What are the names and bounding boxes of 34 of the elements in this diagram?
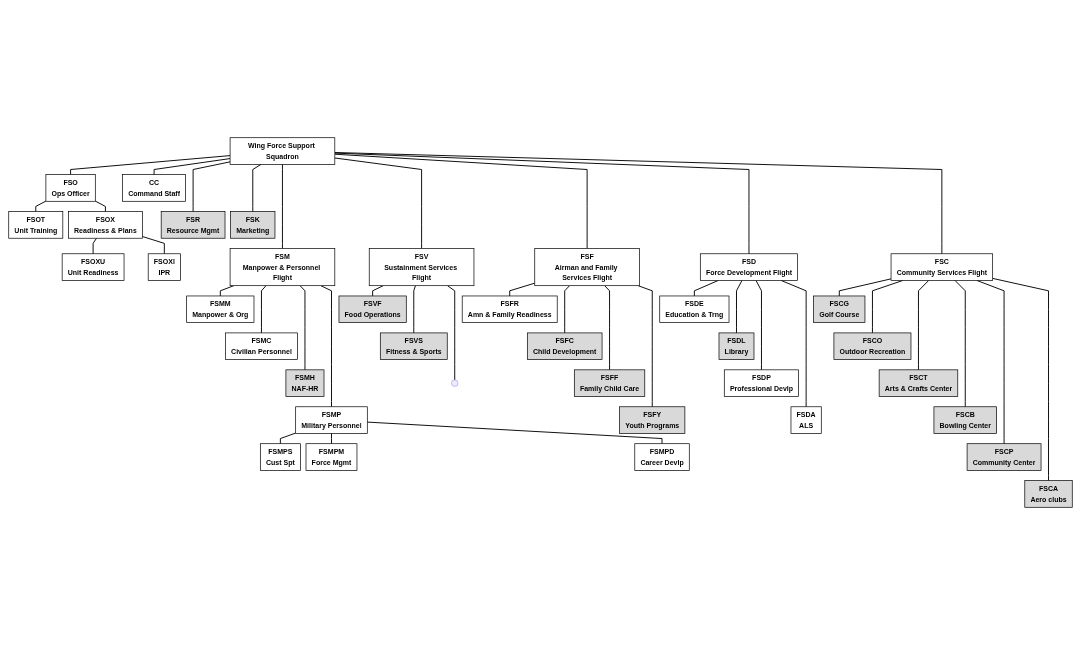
connector-line [334, 152, 943, 255]
connector-line [35, 200, 47, 213]
connector-line [153, 158, 231, 176]
connector-line [141, 236, 165, 255]
connector-line [755, 279, 762, 371]
connector-line [94, 200, 106, 213]
connector-line [279, 432, 297, 445]
connector-line [447, 285, 456, 381]
connector-line [334, 153, 588, 249]
connector-line [252, 163, 262, 213]
connector-line [992, 277, 1049, 482]
connector-line [334, 152, 750, 255]
connector-line [334, 157, 423, 249]
connector-line [192, 161, 231, 213]
connector-line [693, 279, 719, 297]
connector-line [736, 279, 743, 334]
connector-line [92, 237, 97, 255]
connector-line [366, 421, 663, 445]
connector-line [637, 285, 653, 408]
connector-line [281, 163, 283, 249]
connector-line [219, 285, 235, 297]
connector-line [564, 285, 571, 334]
connector-line [413, 285, 416, 334]
connector-line [509, 282, 536, 297]
connector-line [838, 278, 892, 297]
connector-line [320, 285, 332, 408]
connector-line [70, 155, 231, 176]
connector-line [372, 285, 384, 297]
connector-line [954, 279, 966, 408]
connector-line [299, 285, 306, 371]
connector-line [604, 285, 610, 371]
connector-line [918, 279, 930, 371]
connector-line [261, 285, 267, 334]
connector-line [331, 432, 332, 445]
